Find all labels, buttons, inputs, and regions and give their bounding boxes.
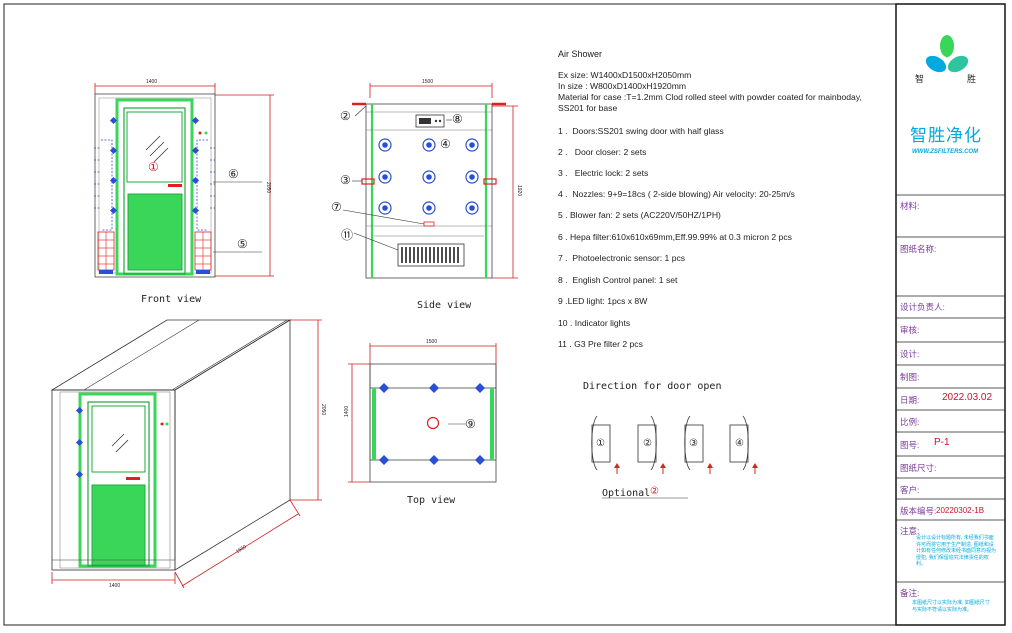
pre-filter-grille [397,243,465,267]
door-option-1-label: ① [596,438,605,449]
tb-size: 图纸尺寸: [900,463,937,473]
optional-label: Optional [602,488,651,499]
part-item: 7 . Photoelectronic sensor: 1 pcs [558,253,686,263]
door-option-3 [684,415,713,474]
tb-drawing-name: 图纸名称: [900,244,937,254]
tb-design: 设计: [900,349,920,359]
tb-designer: 设计负责人: [900,302,945,312]
dim-top-depth: 1400 [344,405,350,417]
door-option-4-label: ④ [735,438,744,449]
control-panel [415,114,445,128]
door-option-2 [637,415,666,474]
tb-drafting: 制图: [900,372,920,382]
dim-iso-width: 1400 [109,583,121,589]
tb-customer: 客户: [900,485,920,495]
door-direction-label: Direction for door open [583,381,722,392]
door-option-4 [729,415,758,474]
part-item: 5 . Blower fan: 2 sets (AC220V/50HZ/1PH) [558,210,721,220]
callout-2: ② [340,109,351,123]
callout-4: ④ [440,137,451,151]
tb-notes-label: 注意: [900,526,920,536]
part-item: 1 . Doors:SS201 swing door with half gla… [558,126,724,136]
top-view [348,343,497,483]
callout-6: ⑥ [228,167,239,181]
side-view-label: Side view [417,300,472,311]
drawing-title: Air Shower [558,49,603,59]
front-view-label: Front view [141,294,202,305]
spec-ex-size: Ex size: W1400xD1500xH2050mm [558,70,692,80]
spec-in-size: In size : W800xD1400xH1920mm [558,81,687,91]
part-item: 2 . Door closer: 2 sets [558,147,647,157]
tb-date-value: 2022.03.02 [942,392,993,403]
part-item: 8 . English Control panel: 1 set [558,275,678,285]
tb-remarks-text: 本图纸尺寸以实际为准, 如图纸尺寸与实际不符请以实际为准。 [912,600,990,613]
tb-material: 材料: [900,201,920,211]
dim-top-width: 1500 [426,339,438,345]
callout-9: ⑨ [465,417,476,431]
front-view [94,83,274,278]
door-option-2-label: ② [643,438,652,449]
door-option-3-label: ③ [689,438,698,449]
tb-review: 审核: [900,325,920,335]
tb-scale: 比例: [900,417,920,427]
door-option-1 [591,415,620,474]
logo-char-right: 胜 [967,74,977,84]
part-item: 3 . Electric lock: 2 sets [558,168,649,178]
tb-version-value: 20220302-1B [936,506,985,515]
part-item: 4 . Nozzles: 9+9=18cs ( 2-side blowing) … [558,189,795,199]
led-light-icon [426,416,440,430]
brand-url: WWW.ZSFILTERS.COM [912,149,979,155]
blower-fan-right [194,231,212,274]
callout-5: ⑤ [237,237,248,251]
isometric-view [50,319,322,589]
spec-material: Material for case :T=1.2mm Clod rolled s… [558,92,862,102]
brand-logo-icon [925,35,969,73]
spec-base: SS201 for base [558,103,618,113]
nozzle-grid [378,138,479,215]
brand-name: 智胜净化 [910,126,982,146]
blower-fan-left [97,231,115,274]
tb-remarks-label: 备注: [900,588,920,598]
part-item: 10 . Indicator lights [558,318,631,328]
tb-version-label: 版本编号: [900,506,937,516]
logo-char-left: 智 [915,74,925,84]
callout-3: ③ [340,173,351,187]
callout-11: ⑪ [341,228,354,242]
top-view-label: Top view [407,495,456,506]
dim-iso-height: 2050 [320,404,326,416]
part-item: 9 .LED light: 1pcs x 8W [558,296,648,306]
tb-drawing-no-label: 图号: [900,440,920,450]
tb-drawing-no-value: P-1 [934,437,950,448]
dim-side-width: 1500 [422,79,434,85]
callout-1: ① [148,160,159,174]
dim-side-height: 1920 [516,185,522,197]
part-item: 11 . G3 Pre filter 2 pcs [558,339,643,349]
tb-date-label: 日期: [900,395,920,405]
dim-front-width: 1400 [146,79,158,85]
side-view [342,83,518,279]
callout-8: ⑧ [452,112,463,126]
tb-notes-text: 设计以设计标题所有, 未经我们书面许可而将它用于生产制造, 图纸和设计如有任何修… [916,535,997,567]
callout-7: ⑦ [331,200,342,214]
optional-option-label: ② [650,486,659,497]
title-block-frame [895,3,1006,626]
title-block-grid [896,194,1005,583]
part-item: 6 . Hepa filter:610x610x69mm,Eff.99.99% … [558,232,792,242]
dim-front-height: 2050 [265,182,271,194]
door-direction-diagram [591,415,758,499]
